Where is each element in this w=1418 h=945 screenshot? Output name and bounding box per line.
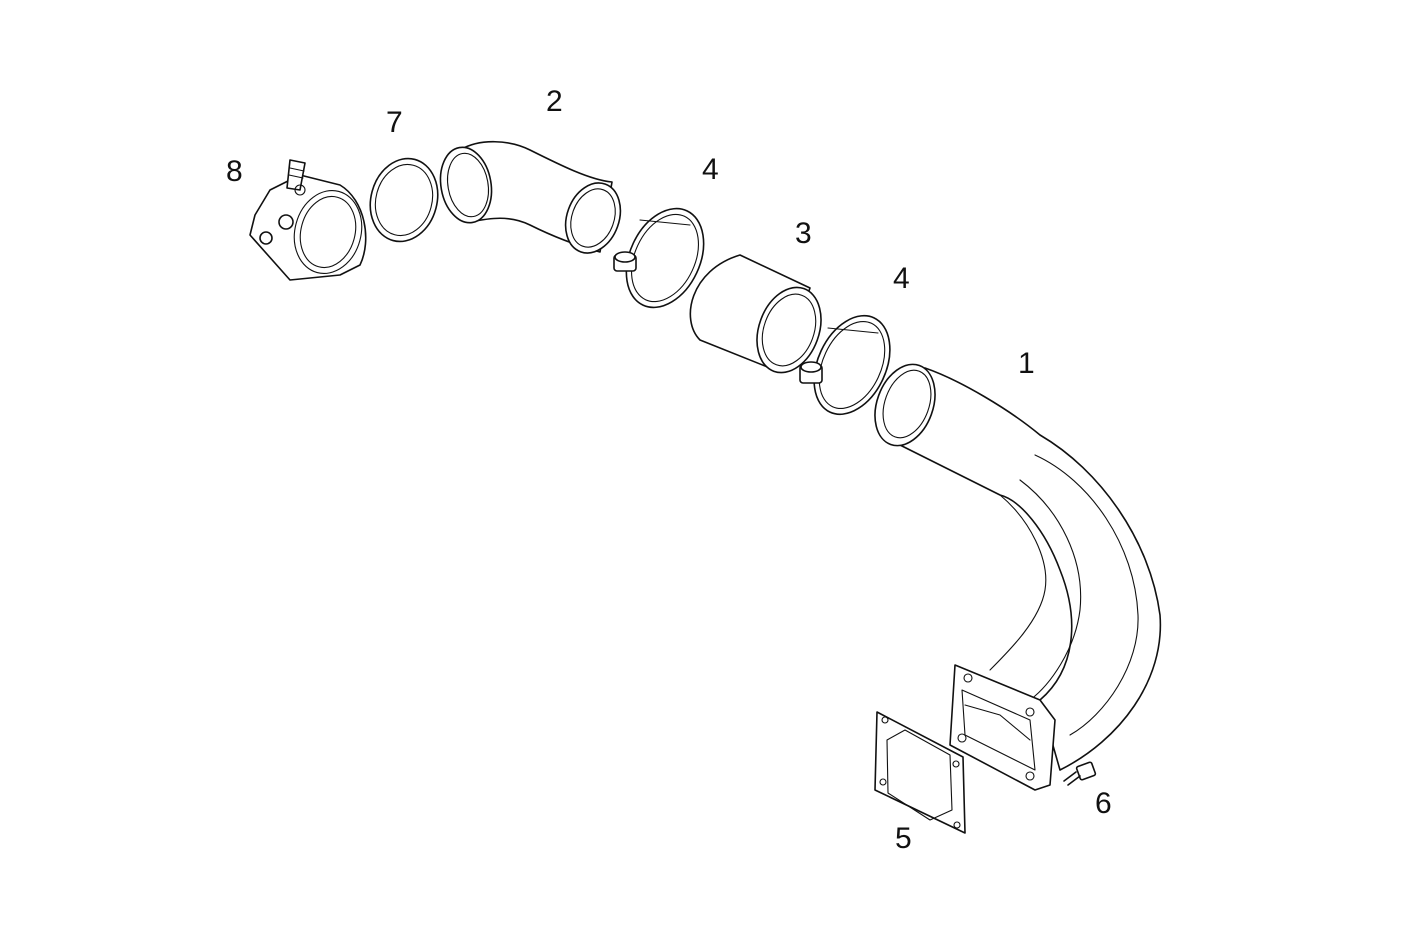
callout-7: 7	[386, 106, 403, 139]
part-5-gasket[interactable]	[874, 711, 966, 834]
part-3-straight-sleeve[interactable]	[689, 254, 832, 382]
callout-6: 6	[1095, 787, 1112, 820]
callout-5: 5	[895, 822, 912, 855]
callout-2: 2	[546, 85, 563, 118]
part-4-hose-clamp-lower[interactable]	[799, 304, 905, 427]
callout-4-upper: 4	[702, 153, 719, 186]
part-7-o-ring[interactable]	[361, 151, 446, 249]
callout-4-lower: 4	[893, 262, 910, 295]
callout-1: 1	[1018, 347, 1035, 380]
part-6-bolt[interactable]	[1063, 761, 1097, 786]
callout-8: 8	[226, 155, 243, 188]
callout-3: 3	[795, 217, 812, 250]
part-8-housing[interactable]	[249, 159, 371, 281]
part-1-bent-pipe[interactable]	[864, 356, 1162, 791]
part-4-hose-clamp-upper[interactable]	[611, 196, 718, 320]
part-2-elbow-hose[interactable]	[435, 140, 630, 261]
